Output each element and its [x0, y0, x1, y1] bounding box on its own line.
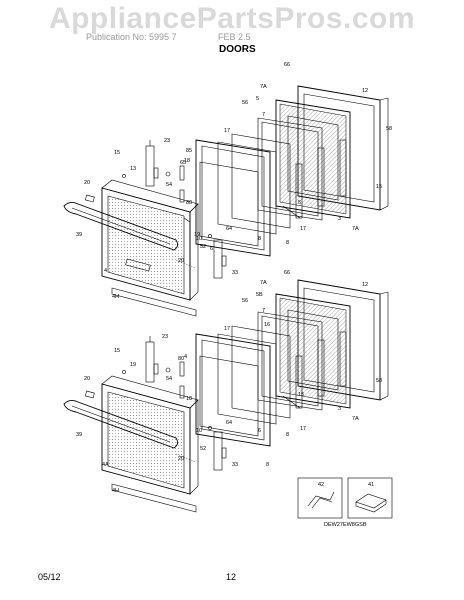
- callout: 4: [184, 354, 187, 360]
- callout: 33: [232, 270, 238, 276]
- callout: 8: [266, 462, 269, 468]
- callout: 6: [258, 428, 261, 434]
- callout: 12: [362, 282, 368, 288]
- callout: 4A: [102, 462, 109, 468]
- bracket-icon: [307, 491, 335, 507]
- callout: 33: [232, 462, 238, 468]
- callout: 10: [196, 428, 202, 434]
- callout: 15: [114, 348, 120, 354]
- callout: 20: [178, 258, 184, 264]
- callout: 5B: [256, 292, 263, 298]
- callout: 23: [162, 334, 168, 340]
- callout: 12: [362, 88, 368, 94]
- callout: 8: [286, 240, 289, 246]
- inset-parts: 42 41 DEW27EW8GSB: [297, 477, 393, 528]
- footer-page-number: 12: [226, 572, 237, 582]
- callout: 7A: [352, 416, 359, 422]
- callout: 58: [386, 126, 392, 132]
- callout: 52: [200, 446, 206, 452]
- callout: 56: [242, 298, 248, 304]
- inset-box-left: [297, 477, 343, 519]
- door-liner: [275, 99, 351, 219]
- glass-panels: [217, 133, 291, 235]
- callout: 19: [130, 362, 136, 368]
- callout: 18: [184, 158, 190, 164]
- section-title: DOORS: [219, 44, 256, 55]
- publication-label: Publication No: 5995 7: [86, 32, 177, 42]
- callout: 39: [76, 232, 82, 238]
- callout: 8: [286, 432, 289, 438]
- callout: 17: [224, 128, 230, 134]
- inset-part-label: 41: [368, 482, 374, 488]
- callout: 58: [376, 378, 382, 384]
- publication-code: FEB 2.5: [218, 32, 251, 42]
- inset-box-right: [347, 477, 393, 519]
- callout: 6: [210, 246, 213, 252]
- callout: 54: [166, 182, 172, 188]
- callout: 5: [256, 96, 259, 102]
- lower-callouts: 66 7A 12 5B 7 56 17 23 15 16 80 19 54 4 …: [76, 270, 382, 494]
- callout: 56: [242, 100, 248, 106]
- callout: 23: [164, 138, 170, 144]
- inset-part-label: 42: [318, 482, 324, 488]
- inner-frame: [195, 333, 271, 447]
- upper-callouts: 66 7A 12 58 5 7 56 23 17 15 85 65 13 54 …: [76, 62, 392, 300]
- callout: 17: [300, 426, 306, 432]
- callout: 66: [284, 270, 290, 276]
- callout: 52: [200, 244, 206, 250]
- callout: 8: [258, 236, 261, 242]
- callout: 3: [338, 216, 341, 222]
- lower-door-assembly: [63, 279, 389, 513]
- callout: 66: [284, 62, 290, 68]
- callout: 80: [186, 200, 192, 206]
- callout: 16: [264, 322, 270, 328]
- callout: 10: [196, 236, 202, 242]
- callout: 7: [262, 308, 265, 314]
- callout: 17: [224, 326, 230, 332]
- callout: 7A: [260, 280, 267, 286]
- inner-frame: [195, 139, 271, 257]
- callout: 3: [338, 406, 341, 412]
- callout: 13: [130, 166, 136, 172]
- footer-date: 05/12: [38, 572, 61, 582]
- door-liner: [275, 293, 351, 409]
- model-code: DEW27EW8GSB: [324, 522, 367, 528]
- callout: 5: [298, 200, 301, 206]
- callout: 54: [166, 376, 172, 382]
- callout: 17: [300, 226, 306, 232]
- callout: 20: [84, 376, 90, 382]
- callout: 15: [298, 392, 304, 398]
- callout: 85: [186, 148, 192, 154]
- callout: 19: [194, 232, 200, 238]
- callout: 4: [104, 268, 107, 274]
- upper-door-front: [101, 179, 199, 301]
- lower-hinge-left: [145, 336, 159, 383]
- watermark: AppliancePartsPros.com: [48, 2, 416, 35]
- callout: 65: [180, 160, 186, 166]
- callout: 4H: [112, 488, 119, 494]
- callout: 15: [376, 184, 382, 190]
- lower-hinge-right: [213, 431, 227, 471]
- callout: 39: [76, 432, 82, 438]
- callout: 7A: [260, 84, 267, 90]
- lower-door-front: [101, 375, 199, 495]
- upper-door-handle: [63, 201, 179, 251]
- callout: 7A: [352, 226, 359, 232]
- lower-door-handle: [63, 399, 179, 449]
- glass-panels: [217, 325, 291, 425]
- callout: 64: [226, 420, 232, 426]
- callout: 20: [84, 180, 90, 186]
- upper-hinge-right: [213, 239, 227, 279]
- upper-door-assembly: [63, 85, 389, 317]
- upper-hinge-left: [145, 140, 159, 187]
- callout: 80: [178, 356, 184, 362]
- callout: 18: [186, 396, 192, 402]
- callout: 20: [178, 456, 184, 462]
- callout: 7: [262, 112, 265, 118]
- callout: 64: [226, 226, 232, 232]
- clip-icon: [355, 493, 387, 509]
- callout: 15: [114, 150, 120, 156]
- callout: 4H: [112, 294, 119, 300]
